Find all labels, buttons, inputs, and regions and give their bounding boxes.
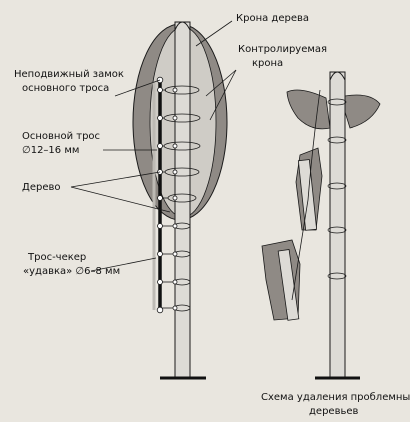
right-rope <box>291 89 321 301</box>
right-crown-left <box>286 89 331 130</box>
label-main-rope-1: Основной трос <box>22 131 100 142</box>
label-main-rope-2: ∅12–16 мм <box>22 145 79 156</box>
right-section-2-trunk <box>277 249 300 321</box>
label-lock-1: Неподвижный замок <box>14 69 124 80</box>
label-scheme-2: деревьев <box>309 406 359 417</box>
label-tree: Дерево <box>22 182 60 193</box>
right-scheme <box>261 71 381 380</box>
rope-nodes <box>156 76 178 314</box>
label-choker-1: Трос-чекер <box>27 252 86 263</box>
right-trunk-rings <box>327 98 347 280</box>
label-controlled-crown-1: Контролируемая <box>238 44 327 55</box>
label-crown: Крона дерева <box>236 13 309 24</box>
right-trunk <box>329 71 346 379</box>
left-tree <box>132 21 228 380</box>
right-section-1-trunk <box>297 159 318 231</box>
label-lock-2: основного троса <box>22 83 109 94</box>
right-trunk-tip <box>329 71 346 81</box>
trunk <box>174 21 191 379</box>
leader-lines <box>70 20 237 272</box>
label-scheme-1: Схема удаления проблемных <box>261 392 410 403</box>
label-choker-2: «удавка» ∅6–8 мм <box>23 266 120 277</box>
label-controlled-crown-2: крона <box>252 58 283 69</box>
trunk-tip <box>174 21 191 31</box>
right-crown-right <box>344 94 381 129</box>
